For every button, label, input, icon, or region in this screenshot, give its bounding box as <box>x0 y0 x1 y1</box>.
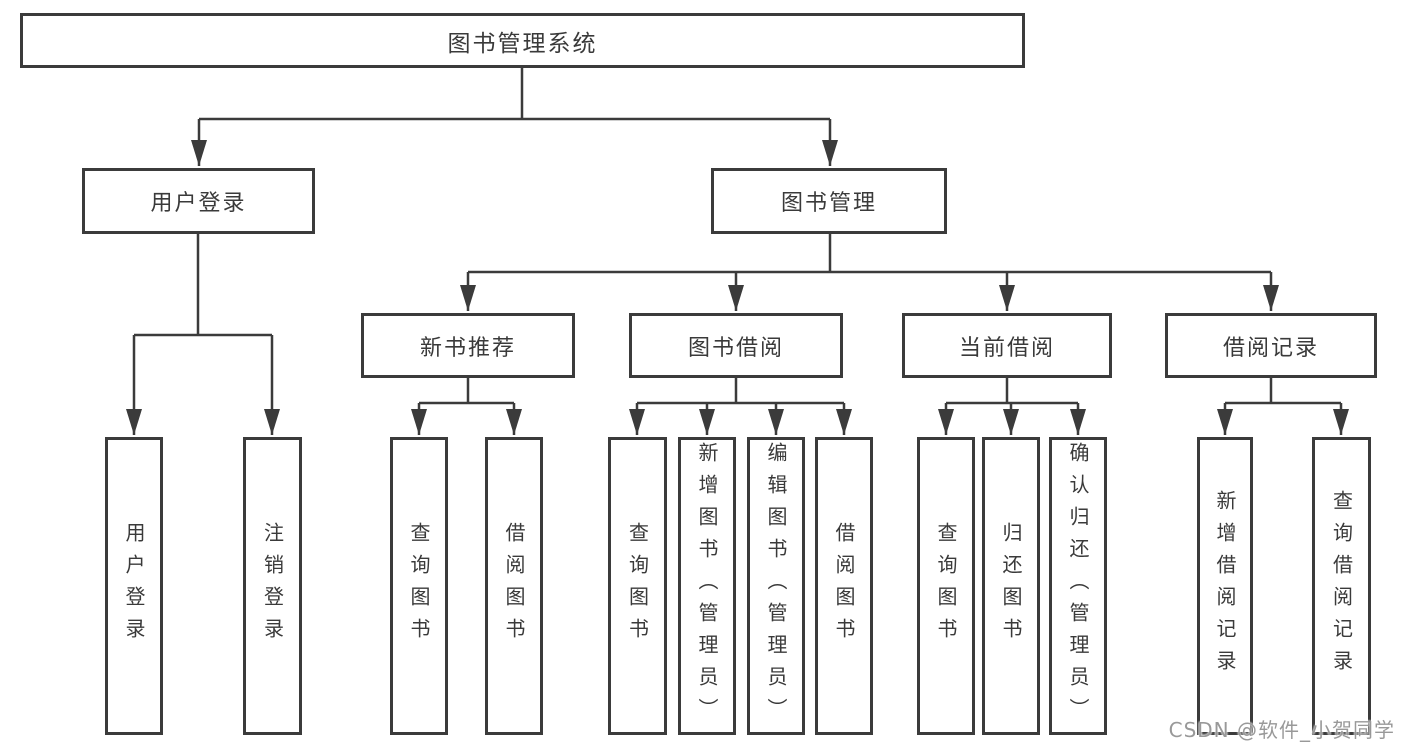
leaf-current-confirm-return-admin: 确认归还（管理员） <box>1049 437 1107 735</box>
node-book-borrowing: 图书借阅 <box>629 313 843 378</box>
node-user-login: 用户登录 <box>82 168 315 234</box>
leaf-newbook-query-books: 查询图书 <box>390 437 448 735</box>
node-new-book-recommend-label: 新书推荐 <box>419 335 516 361</box>
leaf-borrow-add-books-admin: 新增图书（管理员） <box>678 437 736 735</box>
node-new-book-recommend: 新书推荐 <box>361 313 575 378</box>
node-borrowing-records-label: 借阅记录 <box>1222 335 1319 361</box>
leaf-records-add-record-label: 新增借阅记录 <box>1213 490 1237 682</box>
leaf-current-confirm-return-admin-label: 确认归还（管理员） <box>1066 442 1090 730</box>
node-root: 图书管理系统 <box>20 13 1025 68</box>
node-borrowing-records: 借阅记录 <box>1165 313 1377 378</box>
leaf-borrow-edit-books-admin: 编辑图书（管理员） <box>747 437 805 735</box>
leaf-user-login: 用户登录 <box>105 437 163 735</box>
leaf-current-query-books: 查询图书 <box>917 437 975 735</box>
leaf-current-return-books: 归还图书 <box>982 437 1040 735</box>
node-current-borrowing-label: 当前借阅 <box>958 335 1055 361</box>
node-root-label: 图书管理系统 <box>447 30 598 57</box>
leaf-records-query-record-label: 查询借阅记录 <box>1329 490 1354 682</box>
node-book-management-label: 图书管理 <box>780 191 877 216</box>
node-book-borrowing-label: 图书借阅 <box>687 335 784 361</box>
leaf-newbook-borrow-books: 借阅图书 <box>485 437 543 735</box>
leaf-current-return-books-label: 归还图书 <box>999 522 1023 650</box>
leaf-records-add-record: 新增借阅记录 <box>1197 437 1253 735</box>
leaf-records-query-record: 查询借阅记录 <box>1312 437 1371 735</box>
leaf-borrow-edit-books-admin-label: 编辑图书（管理员） <box>764 442 788 730</box>
leaf-borrow-add-books-admin-label: 新增图书（管理员） <box>695 442 719 730</box>
leaf-borrow-query-books-label: 查询图书 <box>625 522 650 650</box>
leaf-logout-label: 注销登录 <box>260 522 285 650</box>
leaf-borrow-borrow-books-label: 借阅图书 <box>832 522 856 650</box>
leaf-user-login-label: 用户登录 <box>122 522 146 650</box>
node-current-borrowing: 当前借阅 <box>902 313 1112 378</box>
node-user-login-label: 用户登录 <box>150 191 247 216</box>
node-book-management: 图书管理 <box>711 168 947 234</box>
leaf-newbook-query-books-label: 查询图书 <box>407 522 431 650</box>
csdn-watermark: CSDN @软件_小贺同学 <box>1168 718 1395 742</box>
leaf-logout: 注销登录 <box>243 437 302 735</box>
leaf-newbook-borrow-books-label: 借阅图书 <box>502 522 526 650</box>
leaf-borrow-borrow-books: 借阅图书 <box>815 437 873 735</box>
leaf-current-query-books-label: 查询图书 <box>934 522 958 650</box>
leaf-borrow-query-books: 查询图书 <box>608 437 667 735</box>
